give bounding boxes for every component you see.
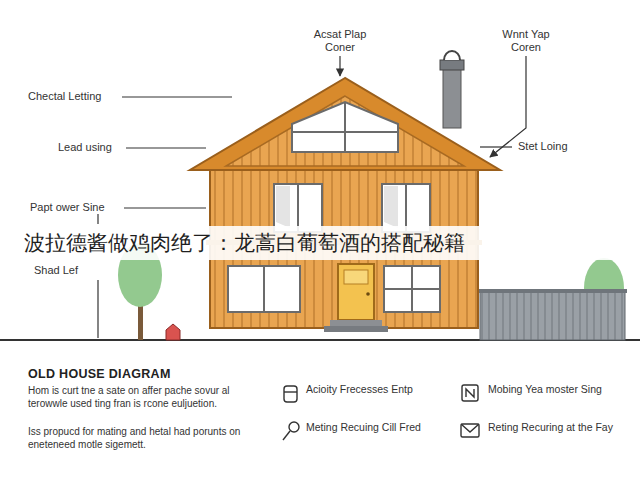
window-muntin	[405, 184, 407, 232]
roof	[190, 78, 500, 170]
curtain	[276, 186, 290, 228]
window-muntin	[297, 184, 299, 232]
callout-label: Stet Loing	[518, 140, 568, 153]
curtain	[384, 186, 398, 228]
leader-line	[480, 146, 512, 147]
icon-caption: Mobing Yea moster Sing	[488, 383, 628, 396]
window	[384, 266, 440, 312]
window-muntin	[292, 131, 398, 133]
icon-caption: Acioity Frecesses Entp	[306, 383, 446, 396]
icon-stroke	[284, 386, 297, 402]
icon-stroke	[466, 389, 474, 397]
callout-label: Shad Lef	[34, 264, 78, 277]
window	[228, 266, 300, 312]
callout-label: Chectal Letting	[28, 90, 101, 103]
label-text: Lead using	[58, 141, 112, 154]
icon-stroke	[289, 422, 299, 432]
window-muntin	[344, 102, 346, 152]
window-frame	[228, 266, 300, 312]
jar-icon	[284, 386, 297, 402]
window-frame	[384, 266, 440, 312]
chimney	[440, 51, 464, 128]
label-text: Acioity Frecesses Entp	[306, 383, 446, 396]
label-text: Stet Loing	[518, 140, 568, 153]
gable-face	[226, 96, 464, 166]
tool-icon	[283, 422, 299, 440]
fence-rail	[478, 289, 627, 293]
label-text: Acsat Plap Coner	[305, 28, 375, 54]
banner-text: 波拉德酱做鸡肉绝了：龙蒿白葡萄酒的搭配秘籍	[24, 229, 616, 257]
label-text: Chectal Letting	[28, 90, 101, 103]
label-text: Papt ower Sine	[30, 201, 105, 214]
window-muntin	[263, 266, 265, 312]
leader-line	[97, 214, 98, 224]
label-text: Meting Recuing Cill Fred	[306, 421, 446, 434]
label-text: Reting Recuring at the Fay	[488, 421, 628, 434]
door	[324, 264, 388, 332]
window-muntin	[384, 288, 440, 290]
title-text: OLD HOUSE DIAGRAM	[28, 367, 171, 381]
title-banner: 波拉德酱做鸡肉绝了：龙蒿白葡萄酒的搭配秘籍	[0, 226, 640, 260]
window-frame	[292, 102, 398, 152]
door-glass	[344, 270, 368, 284]
window-frame	[382, 184, 430, 232]
description-text: Iss propucd for mating and hetal had por…	[28, 426, 263, 452]
leader-line	[126, 147, 206, 148]
fence	[478, 289, 627, 340]
leader-line	[122, 96, 232, 97]
window-frame	[274, 184, 322, 232]
icon-stroke	[461, 424, 479, 432]
doghouse	[166, 324, 180, 340]
callout-label: Lead using	[58, 141, 112, 154]
icon-stroke	[461, 424, 479, 437]
leader-line	[97, 280, 98, 338]
icon-caption: Meting Recuing Cill Fred	[306, 421, 446, 434]
label-text: Wnnt Yap Coren	[494, 28, 558, 54]
fence-boards	[480, 292, 625, 340]
chimney-stack	[443, 68, 461, 128]
door-panel	[338, 264, 374, 320]
step	[330, 320, 382, 326]
leader-line	[339, 56, 340, 76]
icon-stroke	[283, 431, 290, 440]
label-text: Iss propucd for mating and hetal had por…	[28, 426, 263, 452]
window	[382, 184, 430, 232]
label-text: Mobing Yea moster Sing	[488, 383, 628, 396]
icon-stroke	[462, 385, 478, 401]
label-text: Hom is curt tne a sate on affer pache so…	[28, 385, 263, 411]
icon-stroke	[284, 391, 297, 392]
callout-label: Acsat Plap Coner	[290, 28, 390, 54]
callout-label: Papt ower Sine	[30, 201, 105, 214]
icon-caption: Reting Recuring at the Fay	[488, 421, 628, 434]
window	[274, 184, 322, 232]
chimney-hood	[444, 51, 460, 60]
description-text: Hom is curt tne a sate on affer pache so…	[28, 385, 263, 411]
label-text: Shad Lef	[34, 264, 78, 277]
box-icon	[462, 385, 478, 401]
leader-line	[124, 207, 206, 208]
gable-window	[292, 102, 398, 152]
chimney-cap	[440, 60, 464, 70]
door-knob	[366, 292, 370, 296]
diagram-title: OLD HOUSE DIAGRAM	[28, 367, 171, 381]
callout-label: Wnnt Yap Coren	[482, 28, 570, 54]
mail-icon	[461, 424, 479, 437]
step	[324, 326, 388, 332]
